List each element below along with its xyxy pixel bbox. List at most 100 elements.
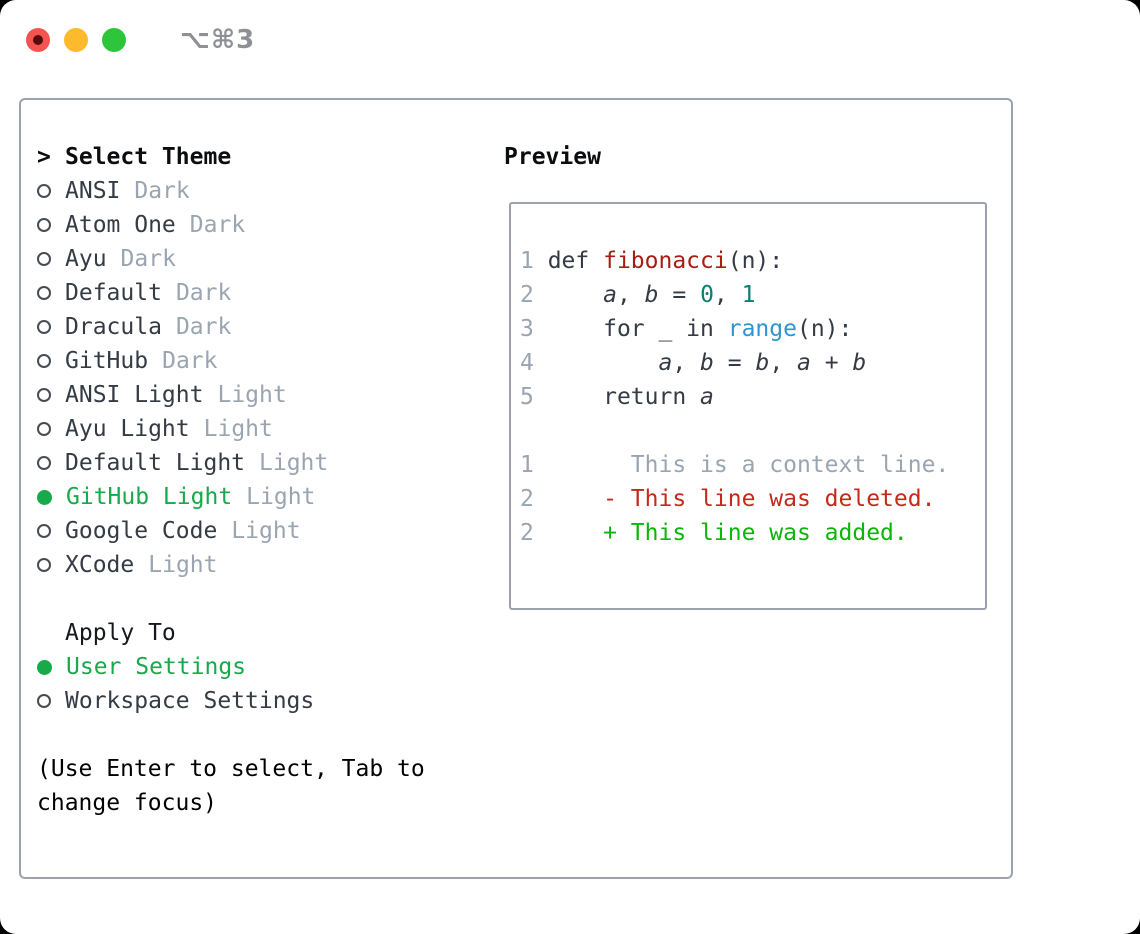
theme-option[interactable]: Default Dark <box>37 276 457 310</box>
option-name: Default Light <box>65 450 246 476</box>
code-token: b <box>852 350 867 376</box>
select-theme-header: > Select Theme <box>37 140 457 174</box>
code-line: 2 + This line was added. <box>520 516 985 550</box>
line-number: 1 <box>520 248 548 274</box>
code-token: - This line was deleted. <box>547 486 936 512</box>
option-name: ANSI Light <box>65 382 204 408</box>
code-token: fibonacci <box>603 248 728 274</box>
radio-icon <box>37 388 51 402</box>
code-token: = <box>713 350 756 376</box>
code-token <box>548 282 603 308</box>
code-token: range <box>727 316 797 342</box>
option-name: Workspace Settings <box>65 688 315 714</box>
option-name: ANSI <box>65 178 121 204</box>
spacer <box>37 718 457 752</box>
option-variant: Dark <box>175 314 232 340</box>
code-token: , <box>616 282 645 308</box>
apply-option[interactable]: Workspace Settings <box>37 684 457 718</box>
option-variant: Dark <box>175 280 232 306</box>
window-shortcut-label: ⌥⌘3 <box>180 25 256 55</box>
code-token: This is a context line. <box>547 452 950 478</box>
theme-list: ANSI Dark Atom One Dark Ayu Dark Default… <box>37 174 457 582</box>
theme-option[interactable]: Google Code Light <box>37 514 457 548</box>
radio-icon <box>37 286 51 300</box>
radio-icon <box>37 252 51 266</box>
theme-option[interactable]: Ayu Dark <box>37 242 457 276</box>
zoom-button[interactable] <box>102 28 126 52</box>
code-token: a <box>700 384 714 410</box>
line-number: 2 <box>520 520 548 546</box>
code-token: a <box>603 282 617 308</box>
option-name: XCode <box>65 552 135 578</box>
option-name: GitHub Light <box>66 484 233 510</box>
code-line: 1 def fibonacci(n): <box>520 244 985 278</box>
code-line: 2 - This line was deleted. <box>520 482 985 516</box>
preview-title: Preview <box>504 144 601 170</box>
theme-option[interactable]: ANSI Dark <box>37 174 457 208</box>
code-line: 3 for _ in range(n): <box>520 312 985 346</box>
option-variant: Light <box>231 518 301 544</box>
code-line: 2 a, b = 0, 1 <box>520 278 985 312</box>
radio-icon <box>37 422 51 436</box>
code-token: for _ in <box>547 316 728 342</box>
code-token: b <box>644 282 659 308</box>
radio-icon <box>37 694 51 708</box>
apply-option[interactable]: User Settings <box>37 650 457 684</box>
line-number: 3 <box>520 316 548 342</box>
option-variant: Dark <box>134 178 190 204</box>
code-line <box>520 414 985 448</box>
code-token: a <box>797 350 811 376</box>
code-token: return <box>547 384 701 410</box>
radio-icon <box>37 184 51 198</box>
select-theme-title: Select Theme <box>65 144 232 170</box>
selection-prompt-icon: > <box>37 144 51 170</box>
option-variant: Light <box>148 552 218 578</box>
close-button-dot-icon <box>33 35 43 45</box>
theme-option[interactable]: GitHub Dark <box>37 344 457 378</box>
radio-icon <box>37 489 52 505</box>
code-token: , <box>672 350 701 376</box>
minimize-button[interactable] <box>64 28 88 52</box>
line-number: 5 <box>520 384 548 410</box>
option-variant: Light <box>259 450 329 476</box>
code-token: (n): <box>796 316 853 342</box>
theme-menu: > Select Theme ANSI Dark Atom One Dark A… <box>37 140 457 820</box>
theme-option[interactable]: Dracula Dark <box>37 310 457 344</box>
theme-option[interactable]: Ayu Light Light <box>37 412 457 446</box>
code-token: (n): <box>727 248 784 274</box>
close-button[interactable] <box>26 28 50 52</box>
keyboard-hint: (Use Enter to select, Tab to change focu… <box>37 756 425 816</box>
option-name: Default <box>65 280 162 306</box>
code-token: + <box>810 350 853 376</box>
line-number: 4 <box>520 350 548 376</box>
radio-icon <box>37 354 51 368</box>
code-token: def <box>547 248 604 274</box>
theme-dialog: > Select Theme ANSI Dark Atom One Dark A… <box>19 98 1013 879</box>
theme-option[interactable]: GitHub Light Light <box>37 480 457 514</box>
radio-icon <box>37 218 51 232</box>
code-token: , <box>769 350 798 376</box>
theme-option[interactable]: XCode Light <box>37 548 457 582</box>
radio-icon <box>37 659 52 675</box>
option-name: Ayu Light <box>65 416 190 442</box>
radio-icon <box>37 456 51 470</box>
option-name: Google Code <box>65 518 218 544</box>
radio-icon <box>37 524 51 538</box>
code-token: = <box>658 282 701 308</box>
radio-icon <box>37 320 51 334</box>
theme-option[interactable]: Atom One Dark <box>37 208 457 242</box>
apply-to-list: User Settings Workspace Settings <box>37 650 457 718</box>
option-variant: Light <box>246 484 316 510</box>
line-number: 1 <box>520 452 548 478</box>
option-variant: Light <box>217 382 287 408</box>
code-line: 5 return a <box>520 380 985 414</box>
code-token: , <box>713 282 742 308</box>
option-name: Atom One <box>65 212 176 238</box>
option-name: Dracula <box>65 314 162 340</box>
theme-option[interactable]: Default Light Light <box>37 446 457 480</box>
theme-option[interactable]: ANSI Light Light <box>37 378 457 412</box>
code-line: 1 This is a context line. <box>520 448 985 482</box>
